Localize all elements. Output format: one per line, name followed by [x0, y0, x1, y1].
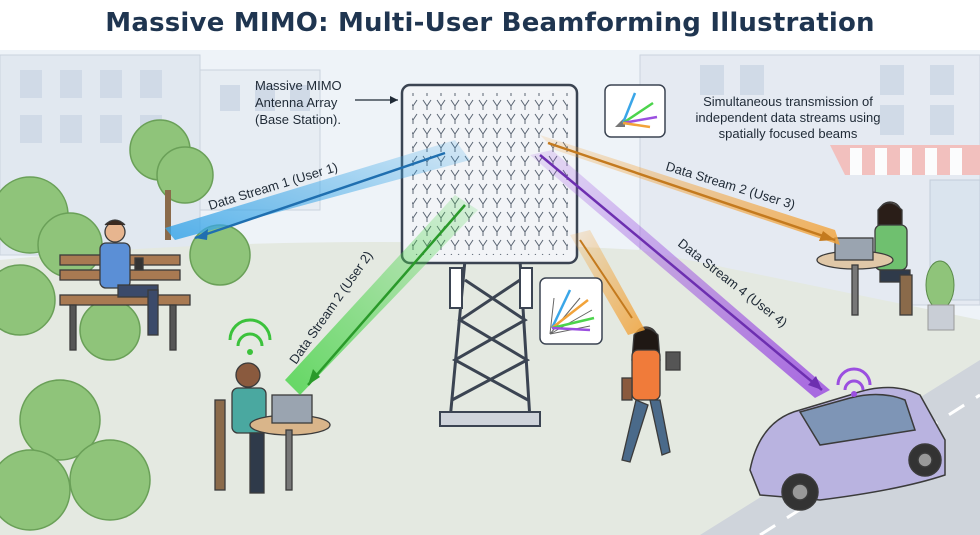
- svg-text:Massive MIMO: Massive MIMO: [255, 78, 342, 93]
- description-text: Simultaneous transmission of independent…: [695, 94, 880, 141]
- svg-text:Simultaneous transmission of: Simultaneous transmission of: [703, 94, 873, 109]
- beam-stream-4: [530, 150, 830, 398]
- tree-icon: [0, 119, 251, 531]
- beam-stream-2: [285, 195, 478, 395]
- beam-stream-1: [165, 140, 470, 240]
- svg-text:(Base Station).: (Base Station).: [255, 112, 341, 127]
- user-1-bench: [59, 219, 191, 351]
- beam-pedestrian: [570, 230, 645, 335]
- user-3-cafe: [816, 201, 913, 316]
- base-station-tower: [439, 259, 541, 427]
- beam-stream-3: [540, 135, 840, 245]
- svg-text:Antenna Array: Antenna Array: [255, 95, 338, 110]
- svg-text:spatially focused beams: spatially focused beams: [719, 126, 858, 141]
- car-icon: [749, 367, 946, 511]
- beam-vector-icon: [604, 84, 666, 138]
- user-pedestrian: [621, 326, 681, 463]
- user-2-cafe: [214, 318, 331, 494]
- page-title: Massive MIMO: Multi-User Beamforming Ill…: [105, 8, 875, 38]
- base-station-label: Massive MIMO Antenna Array (Base Station…: [255, 78, 342, 127]
- plant-pot: [925, 260, 955, 331]
- svg-text:independent data streams using: independent data streams using: [695, 110, 880, 125]
- beam-vector-icon-2: [539, 277, 603, 345]
